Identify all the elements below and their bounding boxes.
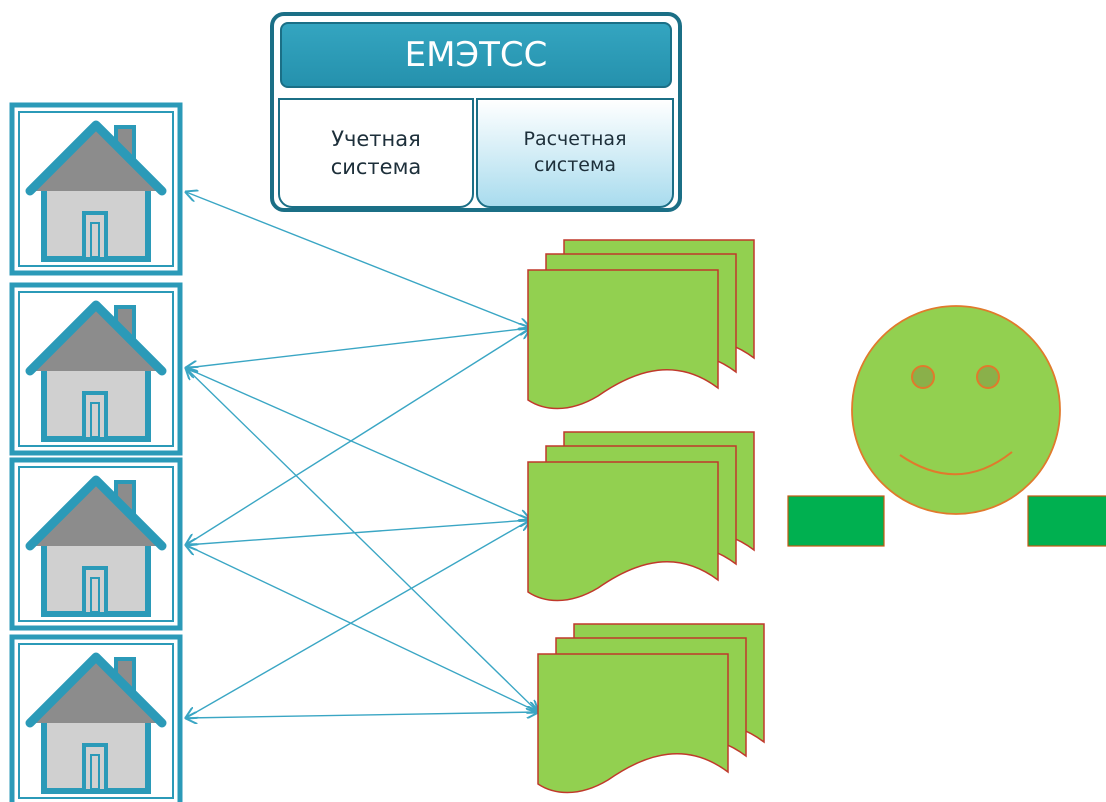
smiley-mouth bbox=[899, 451, 1013, 476]
smiley-face-icon bbox=[851, 305, 1061, 515]
house-tile-4 bbox=[12, 637, 180, 802]
house-icon bbox=[12, 460, 180, 628]
connection-arrow-house2-doc1 bbox=[186, 328, 530, 368]
house-tile-2 bbox=[12, 285, 180, 453]
connection-arrow-house1-doc1 bbox=[186, 192, 530, 328]
smiley-figure bbox=[787, 305, 1106, 547]
emetss-system-block: ЕМЭТСС Учетная система Расчетная система bbox=[270, 12, 682, 212]
document-stack-2 bbox=[527, 431, 755, 602]
accounting-system-box: Учетная система bbox=[278, 98, 474, 208]
emetss-title: ЕМЭТСС bbox=[280, 22, 672, 88]
connection-arrow-house3-doc2 bbox=[186, 520, 530, 545]
house-tile-1 bbox=[12, 105, 180, 273]
billing-system-label: Расчетная система bbox=[523, 128, 627, 176]
house-tile-3 bbox=[12, 460, 180, 628]
smiley-right-eye bbox=[976, 365, 1000, 389]
left-hand-block bbox=[787, 495, 885, 547]
house-icon bbox=[12, 637, 180, 802]
connection-arrow-house2-doc2 bbox=[186, 368, 530, 520]
connection-lines bbox=[186, 192, 538, 718]
billing-system-box: Расчетная система bbox=[476, 98, 674, 208]
document-sheet-front bbox=[527, 461, 719, 602]
smiley-left-eye bbox=[911, 365, 935, 389]
connection-arrow-house2-doc3 bbox=[186, 368, 538, 712]
accounting-system-label: Учетная система bbox=[330, 126, 422, 179]
right-hand-block bbox=[1027, 495, 1106, 547]
document-sheet-front bbox=[537, 653, 729, 794]
connection-arrow-house4-doc2 bbox=[186, 520, 530, 718]
document-sheet-front bbox=[527, 269, 719, 410]
house-icon bbox=[12, 285, 180, 453]
connection-arrow-house4-doc3 bbox=[186, 712, 538, 718]
document-stack-3 bbox=[537, 623, 765, 794]
connection-arrow-house3-doc1 bbox=[186, 328, 530, 545]
document-stack-1 bbox=[527, 239, 755, 410]
house-icon bbox=[12, 105, 180, 273]
